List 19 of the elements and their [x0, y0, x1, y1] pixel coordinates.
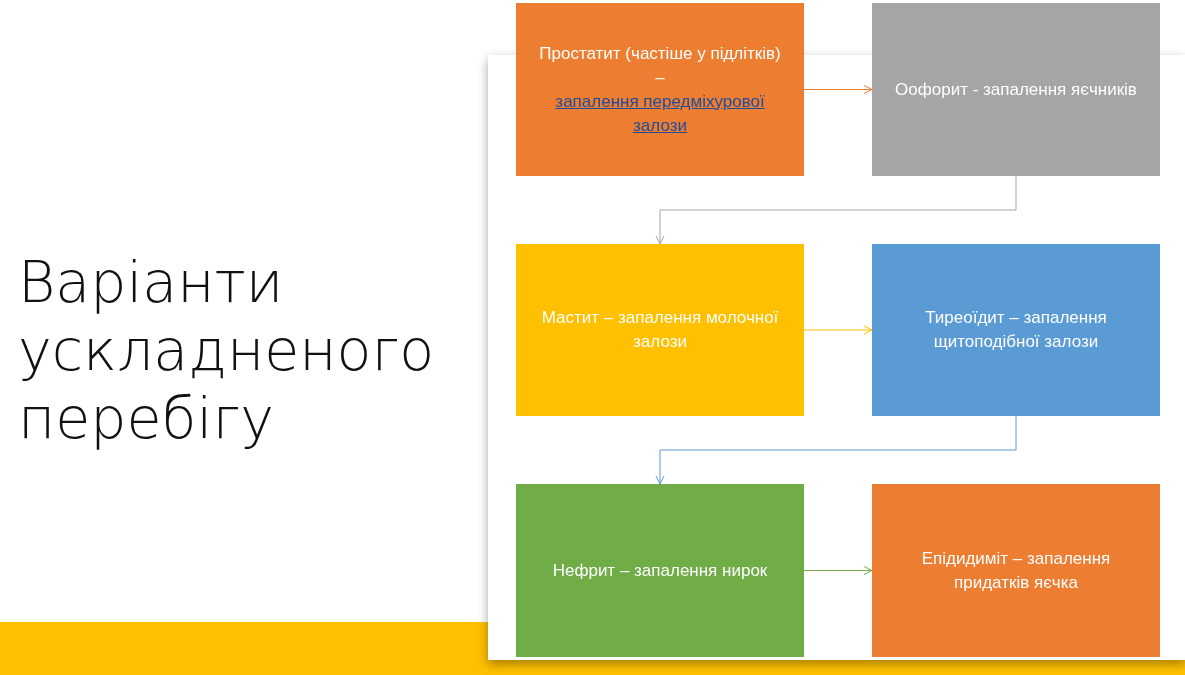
connector-arrow: [655, 175, 1017, 245]
hyperlink: запалення передміхурової залози: [554, 90, 766, 137]
connector-arrow: [655, 415, 1017, 485]
slide-title: Варіанти ускладненого перебігу: [18, 248, 436, 452]
box-text: Тиреоїдит – запалення щитоподібної залози: [924, 307, 1108, 353]
box-text: Мастит – запалення молочної залози: [540, 307, 780, 353]
process-box: [516, 3, 804, 176]
connector-arrow: [803, 85, 873, 94]
box-text: Нефрит – запалення нирок: [552, 559, 768, 582]
process-box: [516, 244, 804, 416]
connector-arrow: [803, 325, 873, 335]
box-text: Епідидиміт – запалення придатків яєчка: [920, 547, 1112, 594]
process-box: [516, 484, 804, 657]
process-box: [872, 484, 1160, 657]
process-box: [872, 3, 1160, 176]
process-box: [872, 244, 1160, 416]
box-text: Оофорит - запалення яєчників: [895, 78, 1137, 101]
connector-arrow: [803, 566, 873, 575]
box-text: Простатит (частіше у підлітків) –: [538, 42, 782, 89]
